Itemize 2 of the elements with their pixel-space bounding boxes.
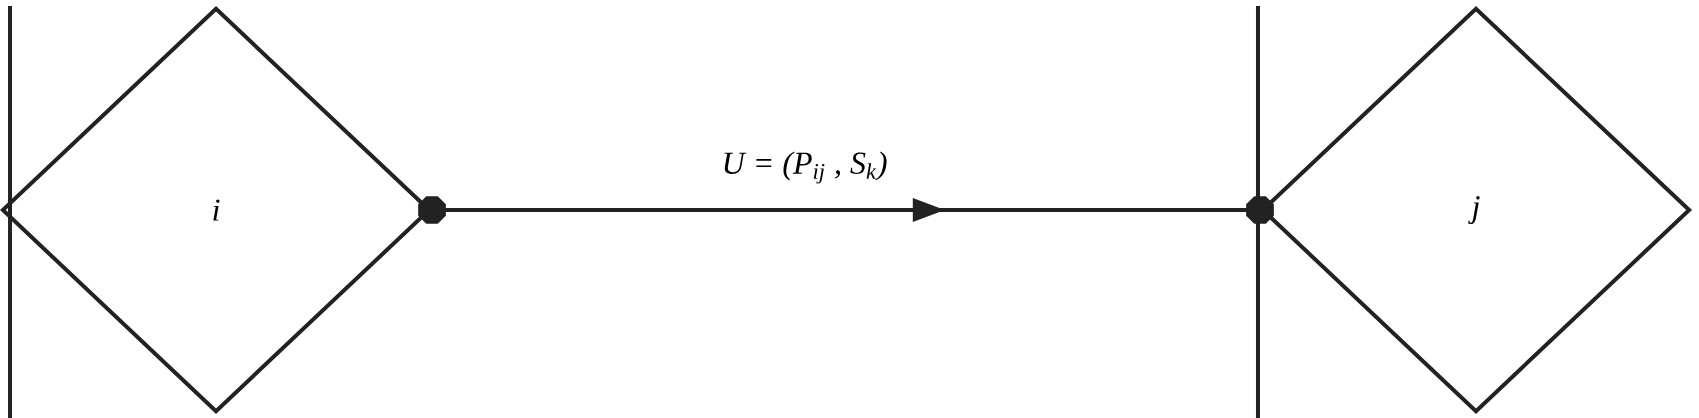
arrow [418,196,1274,224]
edge-label: U = (P$_{ij}$ , S$_{k}$) [724,151,887,184]
